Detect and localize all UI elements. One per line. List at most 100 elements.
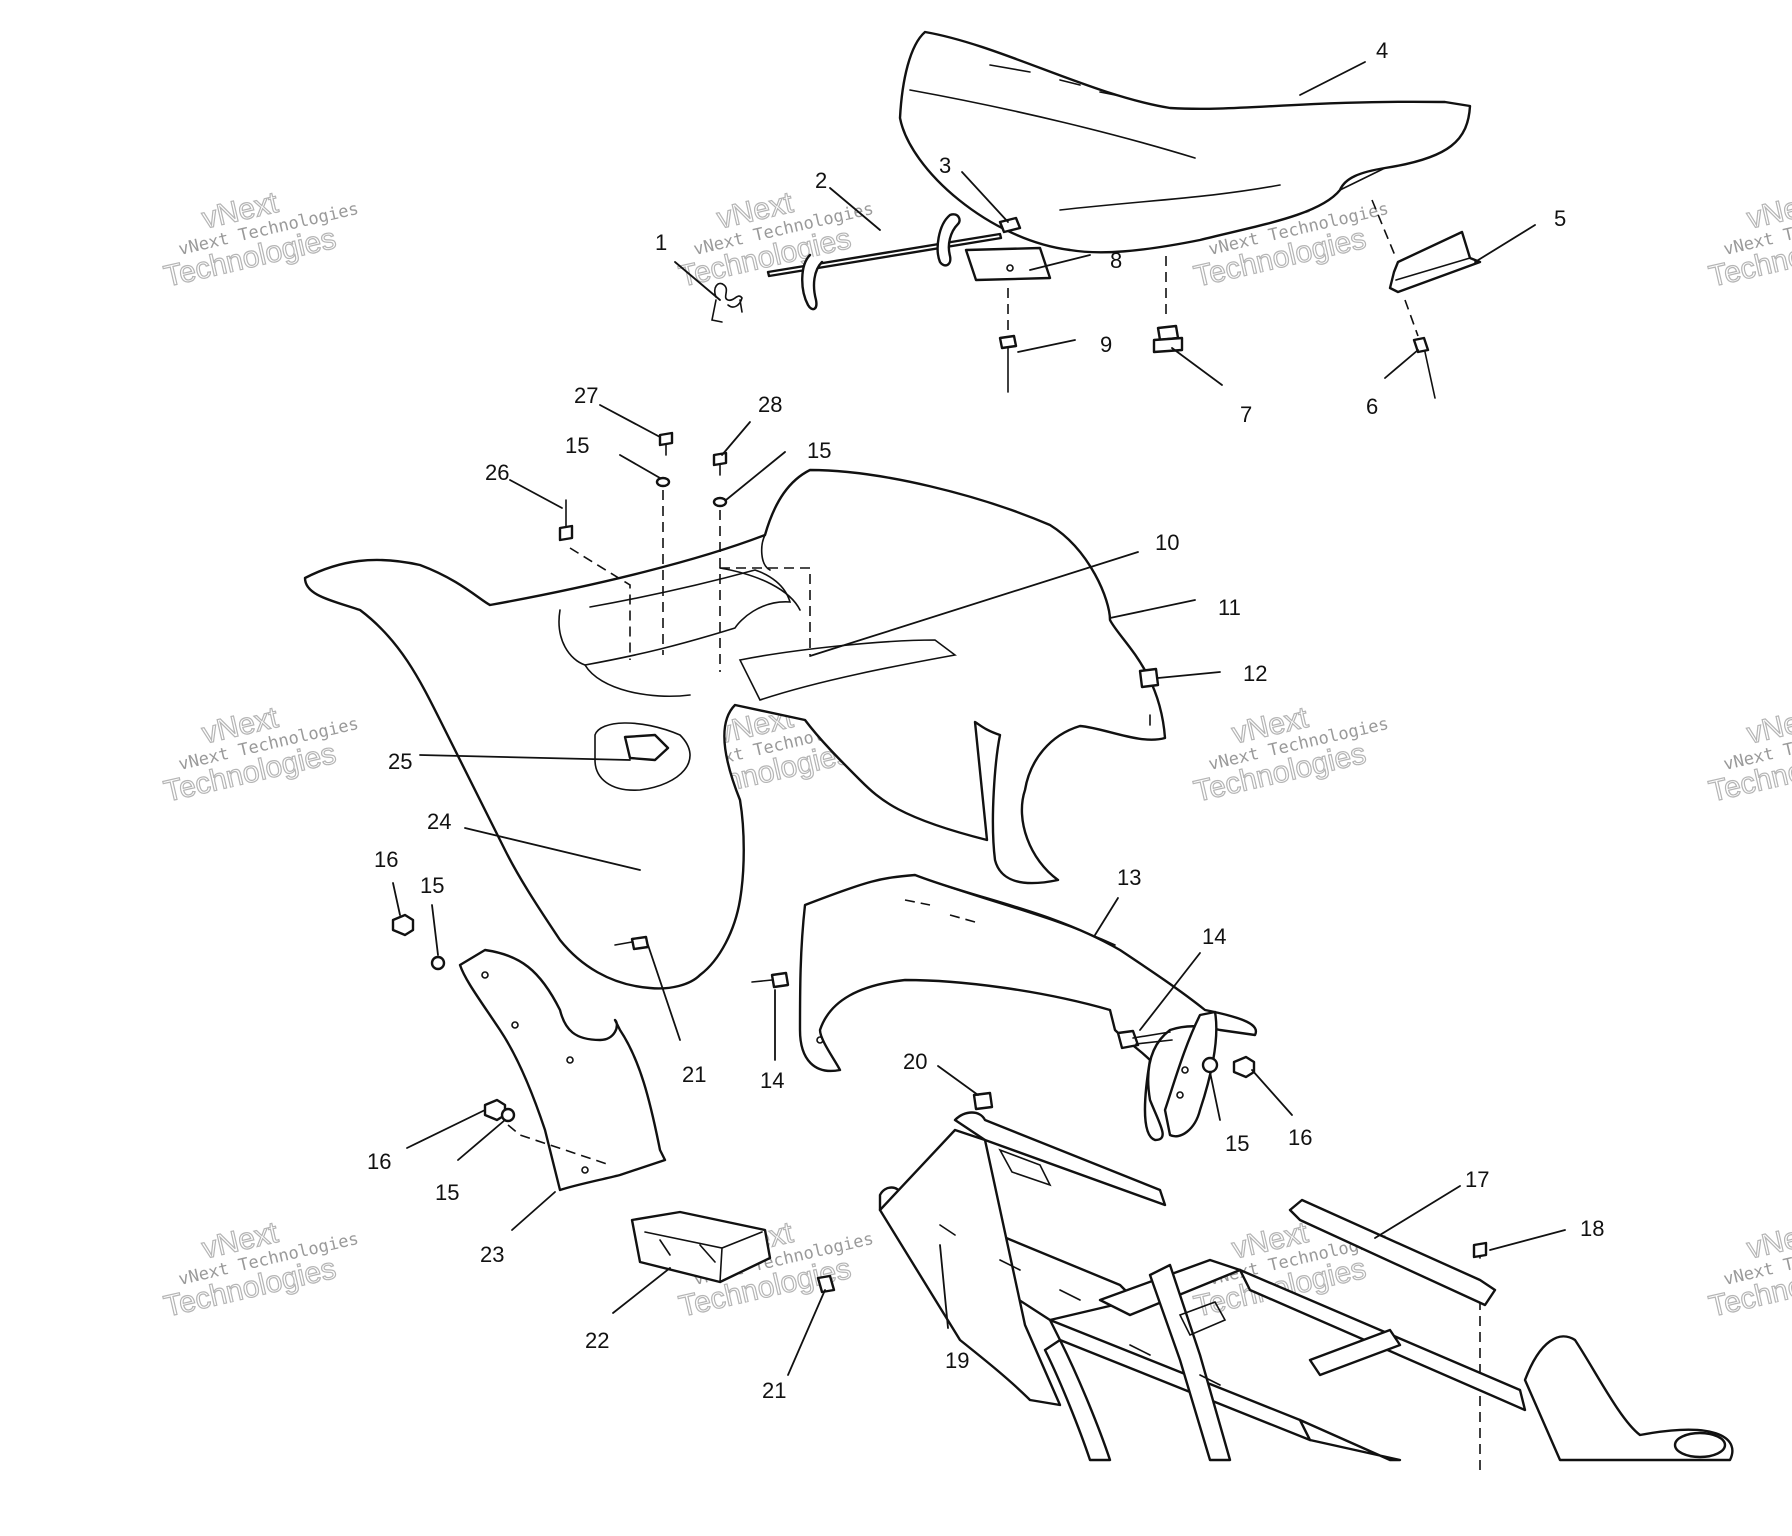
leader-16-b	[406, 1109, 486, 1149]
rear-flap-left	[458, 948, 667, 1192]
leader-24	[464, 827, 641, 871]
leader-15-a	[619, 454, 661, 479]
callout-16-c: 16	[1288, 1125, 1312, 1150]
leader-11	[1109, 599, 1196, 619]
watermark: vNext vNext Technologies Technologies	[1190, 700, 1390, 809]
leader-13	[1094, 897, 1119, 936]
callout-4: 4	[1376, 38, 1388, 63]
seat	[898, 30, 1472, 254]
leader-19	[939, 1244, 949, 1329]
callout-7: 7	[1240, 402, 1252, 427]
callout-15-b: 15	[807, 438, 831, 463]
callout-20: 20	[903, 1049, 927, 1074]
watermark: vNext vNext Technologies Technologies	[160, 185, 360, 294]
watermark: vNext vNext Technologies Technologies	[160, 1215, 360, 1324]
callout-16-a: 16	[374, 847, 398, 872]
callout-28: 28	[758, 392, 782, 417]
mount-bracket-right	[1163, 1010, 1218, 1138]
callout-5: 5	[1554, 206, 1566, 231]
callout-9: 9	[1100, 332, 1112, 357]
leader-5	[1474, 224, 1536, 263]
leader-26	[509, 479, 563, 509]
leader-28	[721, 421, 751, 456]
leader-6	[1384, 349, 1419, 379]
leader-15-e	[1209, 1071, 1221, 1121]
watermark: vNext vNext Technologies Technologies	[675, 185, 875, 294]
callout-26: 26	[485, 460, 509, 485]
latch-cap	[998, 216, 1022, 234]
callout-8: 8	[1110, 248, 1122, 273]
centerline	[1404, 299, 1419, 337]
latch-screw	[998, 334, 1018, 393]
callout-24: 24	[427, 809, 451, 834]
chassis-frame	[878, 1111, 1734, 1462]
watermark: vNext vNext Technologies Technologies	[1705, 700, 1792, 809]
leader-lines	[392, 61, 1566, 1376]
leader-14-right	[1139, 952, 1201, 1031]
callout-3: 3	[939, 153, 951, 178]
callout-12: 12	[1243, 661, 1267, 686]
callout-27: 27	[574, 383, 598, 408]
leader-22	[612, 1267, 671, 1314]
callout-10: 10	[1155, 530, 1179, 555]
callout-14-center: 14	[760, 1068, 784, 1093]
callout-23: 23	[480, 1242, 504, 1267]
leader-21-b	[787, 1289, 826, 1376]
leader-20	[937, 1065, 979, 1096]
callout-labels: 1 2 3 4 5 6 7 8 9 10 11 12 13 14 14 14 1…	[367, 38, 1604, 1403]
callout-15-e: 15	[1225, 1131, 1249, 1156]
seat-bumper	[1152, 324, 1184, 354]
bracket-rivet	[1412, 336, 1436, 399]
leader-7	[1171, 347, 1223, 386]
leader-16-c	[1251, 1069, 1293, 1116]
leader-4	[1299, 61, 1366, 96]
callout-14-right: 14	[1202, 924, 1226, 949]
leader-10	[809, 551, 1139, 657]
leader-27	[599, 404, 661, 438]
heat-shield	[1288, 1198, 1497, 1307]
callout-16-b: 16	[367, 1149, 391, 1174]
leader-1	[674, 261, 721, 301]
leader-8	[1029, 254, 1091, 271]
callout-15-a: 15	[565, 433, 589, 458]
leader-2	[829, 187, 881, 231]
callout-15-d: 15	[435, 1180, 459, 1205]
leader-25	[419, 754, 631, 761]
centerline	[1371, 199, 1397, 259]
watermark: vNext vNext Technologies Technologies	[160, 700, 360, 809]
leader-15-b	[725, 451, 786, 501]
latch-plate	[964, 246, 1052, 282]
callout-11: 11	[1218, 595, 1241, 620]
leader-3	[961, 171, 1009, 223]
fender-extension	[798, 873, 1258, 1142]
callout-19: 19	[945, 1348, 969, 1373]
leader-23	[511, 1191, 556, 1231]
callout-6: 6	[1366, 394, 1378, 419]
callout-13: 13	[1117, 865, 1141, 890]
callout-25: 25	[388, 749, 412, 774]
callout-17: 17	[1465, 1167, 1489, 1192]
seat-bracket	[1388, 230, 1482, 294]
leader-18	[1489, 1229, 1566, 1251]
leader-16-a	[392, 882, 401, 916]
callout-22: 22	[585, 1328, 609, 1353]
seat-latch-spring	[711, 282, 743, 323]
callout-21-b: 21	[762, 1378, 786, 1403]
leader-15-c	[431, 904, 439, 956]
rear-fender	[303, 468, 1167, 990]
footrest	[630, 1210, 772, 1284]
leader-12	[1157, 671, 1221, 679]
leader-21-a	[647, 944, 681, 1041]
leader-9	[1017, 339, 1076, 353]
watermark: vNext vNext Technologies Technologies	[1705, 1215, 1792, 1324]
callout-1: 1	[655, 230, 667, 255]
callout-15-c: 15	[420, 873, 444, 898]
callout-18: 18	[1580, 1216, 1604, 1241]
leader-17	[1374, 1185, 1461, 1239]
watermark: vNext vNext Technologies Technologies	[1705, 185, 1792, 294]
latch-rod	[766, 213, 1003, 311]
callout-21-a: 21	[682, 1062, 706, 1087]
callout-2: 2	[815, 168, 827, 193]
leader-15-d	[457, 1119, 506, 1161]
